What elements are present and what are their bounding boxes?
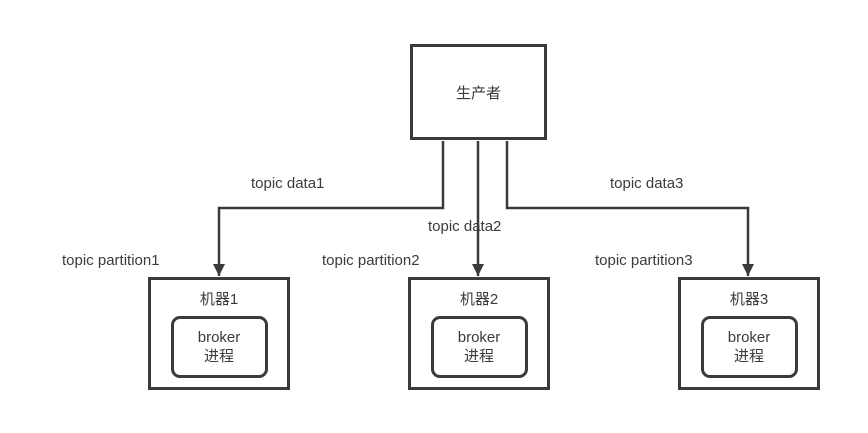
machine1-title: 机器1 — [199, 291, 239, 308]
broker-label-line1: broker — [457, 329, 501, 346]
partition-label-topic-partition3: topic partition3 — [595, 252, 693, 269]
machine2-box: 机器2 broker 进程 — [408, 277, 550, 390]
machine3-broker-box: broker 进程 — [700, 316, 798, 378]
machine2-broker-box: broker 进程 — [430, 316, 528, 378]
flow-label-topic-data2: topic data2 — [428, 218, 502, 235]
machine1-box: 机器1 broker 进程 — [148, 277, 290, 390]
broker-label-line2: 进程 — [733, 348, 764, 365]
machine1-broker-box: broker 进程 — [170, 316, 268, 378]
arrow-producer-to-machine1 — [213, 141, 445, 276]
arrow-producer-to-machine3 — [505, 141, 754, 276]
machine2-title: 机器2 — [459, 291, 499, 308]
broker-label-line1: broker — [727, 329, 771, 346]
producer-label: 生产者 — [455, 84, 501, 102]
broker-label-line2: 进程 — [203, 348, 234, 365]
producer-box: 生产者 — [410, 44, 547, 140]
partition-label-topic-partition1: topic partition1 — [62, 252, 160, 269]
partition-label-topic-partition2: topic partition2 — [322, 252, 420, 269]
broker-label-line2: 进程 — [463, 348, 494, 365]
broker-label-line1: broker — [197, 329, 241, 346]
machine3-title: 机器3 — [729, 291, 769, 308]
flow-label-topic-data3: topic data3 — [610, 175, 684, 192]
machine3-box: 机器3 broker 进程 — [678, 277, 820, 390]
flow-label-topic-data1: topic data1 — [251, 175, 325, 192]
